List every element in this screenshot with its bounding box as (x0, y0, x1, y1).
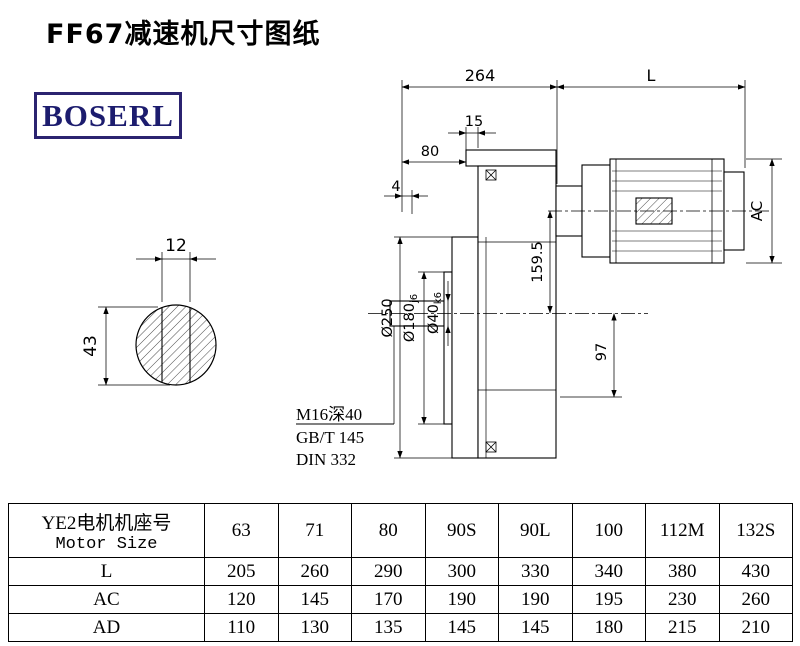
col-header-112M: 112M (645, 503, 720, 558)
motor-fins (612, 170, 722, 252)
cell-AD-0: 110 (204, 613, 279, 642)
row-label-L: L (8, 557, 205, 586)
table-row-L: L 205 260 290 300 330 340 380 430 (8, 557, 793, 586)
dim-dia250-label: Ø250 (380, 298, 396, 337)
header-motor-size-en: Motor Size (55, 534, 158, 554)
cell-L-0: 205 (204, 557, 279, 586)
housing-body (477, 165, 557, 459)
brand-logo: BOSERL (34, 92, 182, 139)
dim-264-label: 264 (465, 66, 496, 85)
table-header-row: YE2电机机座号 Motor Size 63 71 80 90S 90L 100… (8, 503, 793, 558)
dimension-lines (98, 80, 782, 459)
col-header-100: 100 (571, 503, 646, 558)
brand-text: BOSERL (42, 97, 174, 133)
dim-AC-label: AC (748, 201, 766, 221)
cell-AC-5: 195 (571, 585, 646, 614)
dim-80-label: 80 (421, 144, 439, 160)
page-title: FF67减速机尺寸图纸 (46, 19, 321, 50)
col-header-132S: 132S (718, 503, 793, 558)
cell-AC-7: 260 (718, 585, 793, 614)
cell-AC-1: 145 (277, 585, 352, 614)
cell-AC-3: 190 (424, 585, 499, 614)
dia40-value: Ø40 (426, 304, 442, 334)
cell-AC-2: 170 (351, 585, 426, 614)
dia40-tolerance: k6 (433, 292, 444, 304)
cell-AD-6: 215 (645, 613, 720, 642)
dim-159-label: 159.5 (530, 241, 546, 283)
row-label-AD: AD (8, 613, 205, 642)
dim-dia40-label: Ø40k6 (426, 292, 444, 334)
header-motor-size-cn: YE2电机机座号 (41, 512, 172, 534)
gearbox-side-view (389, 149, 557, 459)
bolt-mark-bottom (485, 441, 497, 453)
cell-AD-3: 145 (424, 613, 499, 642)
shaft-section-view (135, 304, 217, 386)
dim-4-label: 4 (391, 179, 400, 195)
dimension-table: YE2电机机座号 Motor Size 63 71 80 90S 90L 100… (8, 503, 793, 642)
cell-L-6: 380 (645, 557, 720, 586)
col-header-90L: 90L (498, 503, 573, 558)
cell-AC-4: 190 (498, 585, 573, 614)
note-standard-din: DIN 332 (296, 450, 356, 469)
col-header-80: 80 (351, 503, 426, 558)
technical-drawing: 264 L 15 80 4 12 43 Ø250 Ø180j6 Ø40k6 15… (81, 66, 782, 469)
header-motor-size: YE2电机机座号 Motor Size (8, 503, 205, 558)
cell-AD-5: 180 (571, 613, 646, 642)
dia180-tolerance: j6 (409, 294, 420, 304)
table-row-AD: AD 110 130 135 145 145 180 215 210 (8, 613, 793, 642)
cell-AD-7: 210 (718, 613, 793, 642)
dia180-value: Ø180 (402, 303, 418, 342)
note-standard-gb: GB/T 145 (296, 428, 364, 447)
cell-L-2: 290 (351, 557, 426, 586)
cell-AD-2: 135 (351, 613, 426, 642)
housing-top (465, 149, 557, 167)
dim-L-label: L (647, 66, 656, 85)
cell-L-7: 430 (718, 557, 793, 586)
cell-L-1: 260 (277, 557, 352, 586)
cell-AC-0: 120 (204, 585, 279, 614)
bolt-mark-top (485, 169, 497, 181)
flange-plate (451, 236, 479, 459)
shaft-section-circle (135, 304, 217, 386)
table-row-AC: AC 120 145 170 190 190 195 230 260 (8, 585, 793, 614)
centerlines (368, 210, 772, 314)
thread-notes: M16深40 GB/T 145 DIN 332 (296, 405, 364, 469)
dimension-labels: 264 L 15 80 4 12 43 Ø250 Ø180j6 Ø40k6 15… (81, 66, 766, 361)
dim-12-label: 12 (165, 236, 187, 256)
dim-dia180-label: Ø180j6 (402, 294, 420, 342)
col-header-71: 71 (277, 503, 352, 558)
dim-15-label: 15 (465, 114, 483, 130)
cell-AD-4: 145 (498, 613, 573, 642)
cell-L-4: 330 (498, 557, 573, 586)
col-header-63: 63 (204, 503, 279, 558)
cell-AC-6: 230 (645, 585, 720, 614)
cell-L-3: 300 (424, 557, 499, 586)
note-thread: M16深40 (296, 405, 362, 424)
dim-43-label: 43 (81, 335, 101, 357)
col-header-90S: 90S (424, 503, 499, 558)
row-label-AC: AC (8, 585, 205, 614)
cell-L-5: 340 (571, 557, 646, 586)
dim-97-label: 97 (594, 343, 610, 361)
cell-AD-1: 130 (277, 613, 352, 642)
